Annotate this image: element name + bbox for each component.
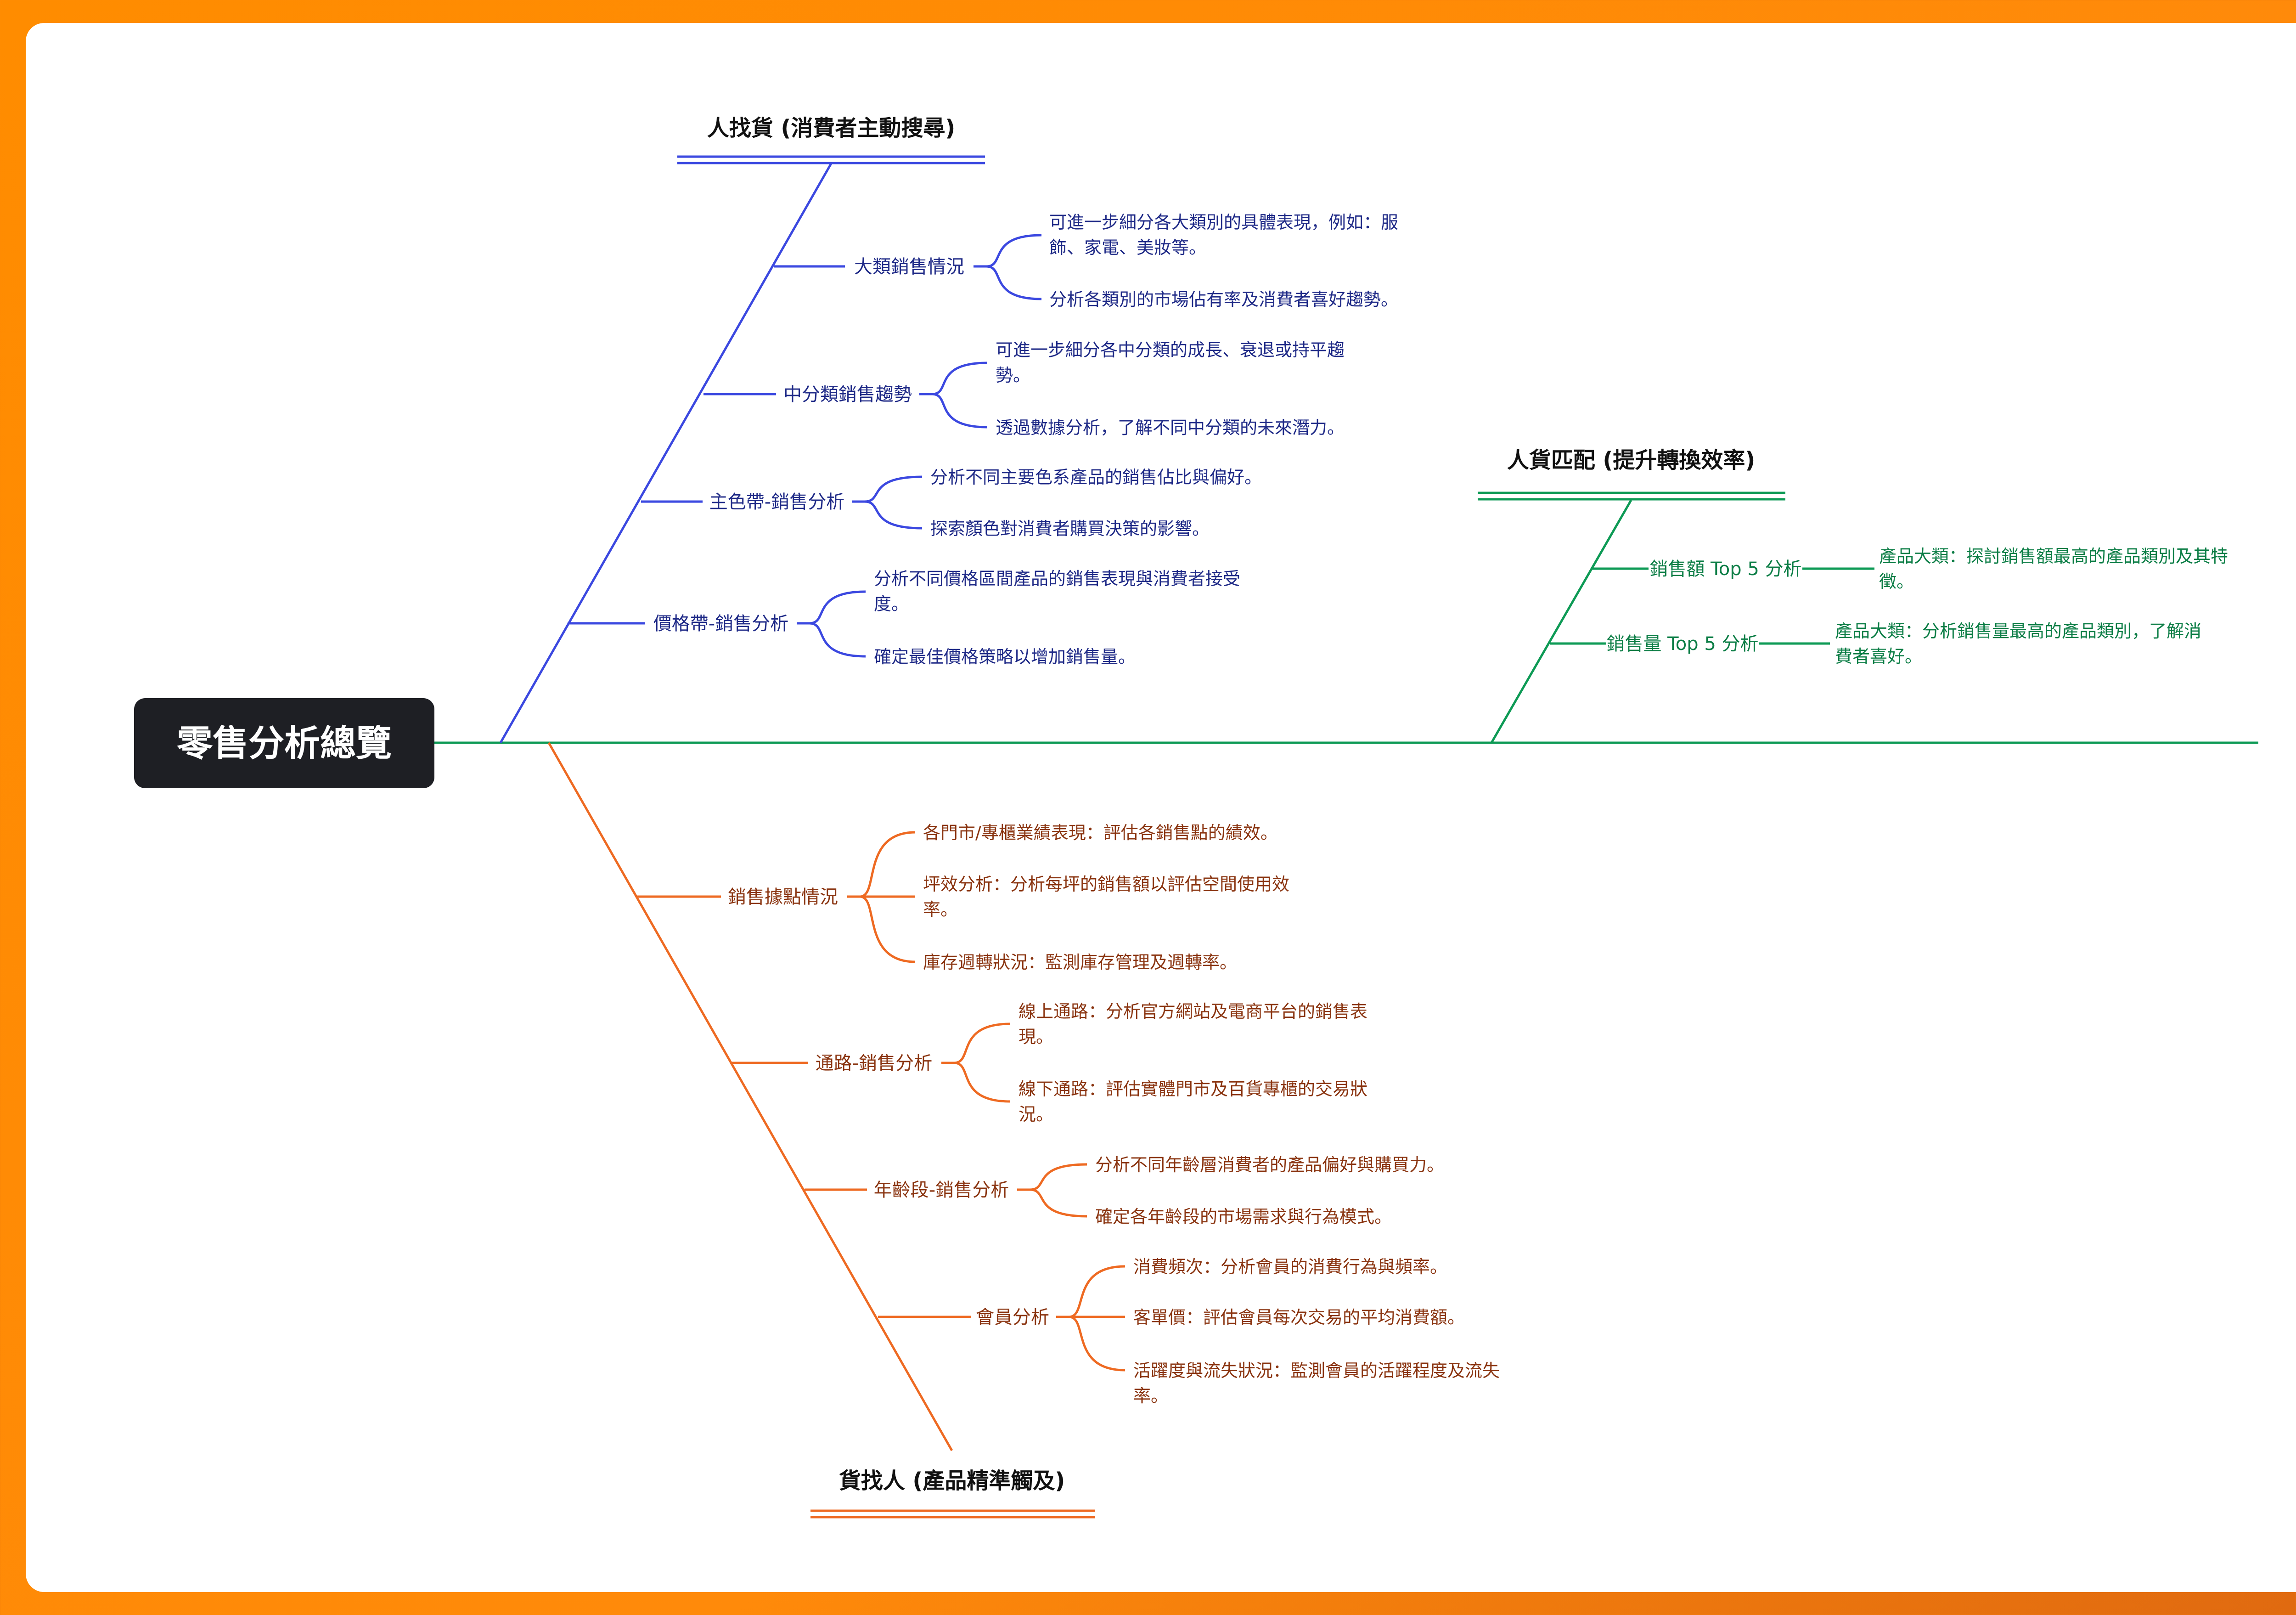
lower-branch (547, 742, 1125, 1519)
upper-branch-title[interactable]: 人找貨 (消費者主動搜尋) (707, 115, 956, 141)
upper-node-3-leaf-1-line-1: 分析不同主要色系產品的銷售佔比與偏好。 (930, 467, 1262, 487)
lower-leaf-curve-2a (941, 1022, 1011, 1064)
lower-texts: 貨找人 (產品精準觸及) 銷售據點情況 各門市/專櫃業績表現：評估各銷售點的績效… (728, 823, 1500, 1494)
upper-node-2-leaf-2-line-1: 透過數據分析，了解不同中分類的未來潛力。 (996, 418, 1345, 438)
lower-node-2-leaf-2-line-2: 況。 (1019, 1104, 1053, 1124)
right-branch-title[interactable]: 人貨匹配 (提升轉換效率) (1507, 447, 1756, 473)
lower-node-2-leaf-2-line-1: 線下通路：評估實體門市及百貨專櫃的交易狀 (1019, 1079, 1367, 1099)
upper-branch (499, 155, 1042, 744)
lower-leaf-curve-3b (1030, 1188, 1087, 1218)
lower-leaf-curve-3a (1017, 1163, 1087, 1191)
right-node-2-leaf-1-line-1: 產品大類：分析銷售量最高的產品類別，了解消 (1835, 621, 2201, 641)
lower-node-2[interactable]: 通路-銷售分析 (816, 1053, 932, 1074)
upper-node-2[interactable]: 中分類銷售趨勢 (783, 384, 912, 405)
lower-node-4-leaf-2-line-1: 客單價：評估會員每次交易的平均消費額。 (1133, 1307, 1465, 1327)
lower-leaf-curve-4a (1056, 1265, 1125, 1318)
upper-node-3[interactable]: 主色帶-銷售分析 (709, 491, 844, 513)
upper-node-4-leaf-1-line-1: 分析不同價格區間產品的銷售表現與消費者接受 (874, 569, 1240, 589)
lower-branch-title[interactable]: 貨找人 (產品精準觸及) (839, 1468, 1065, 1494)
upper-leaf-curve-3b (864, 500, 923, 530)
right-node-2-leaf-1-line-2: 費者喜好。 (1835, 646, 1922, 666)
lower-leaf-curve-1c (860, 895, 916, 963)
upper-node-2-leaf-1-line-1: 可進一步細分各中分類的成長、衰退或持平趨 (996, 340, 1345, 360)
root-label: 零售分析總覽 (177, 723, 392, 764)
lower-leaf-curve-1a (847, 831, 916, 898)
upper-spine (499, 163, 833, 744)
mindmap-canvas: 零售分析總覽 (26, 23, 2296, 1592)
lower-node-2-leaf-1-line-2: 現。 (1019, 1027, 1053, 1047)
lower-node-4-leaf-3-line-2: 率。 (1133, 1386, 1168, 1406)
lower-leaf-curve-2b (954, 1062, 1011, 1103)
lower-node-3[interactable]: 年齡段-銷售分析 (874, 1180, 1009, 1201)
lower-node-4[interactable]: 會員分析 (976, 1307, 1049, 1328)
lower-node-3-leaf-1-line-1: 分析不同年齡層消費者的產品偏好與購買力。 (1095, 1155, 1444, 1175)
upper-leaf-curve-1b (986, 265, 1042, 300)
lower-spine (547, 742, 953, 1451)
upper-node-1-leaf-2-line-1: 分析各類別的市場佔有率及消費者喜好趨勢。 (1049, 289, 1398, 310)
lower-node-4-leaf-3-line-1: 活躍度與流失狀況：監測會員的活躍程度及流失 (1133, 1361, 1500, 1381)
lower-node-2-leaf-1-line-1: 線上通路：分析官方網站及電商平台的銷售表 (1019, 1001, 1367, 1022)
lower-node-1-leaf-3-line-1: 庫存週轉狀況：監測庫存管理及週轉率。 (923, 952, 1237, 972)
lower-node-3-leaf-2-line-1: 確定各年齡段的市場需求與行為模式。 (1095, 1207, 1392, 1227)
right-branch (1478, 491, 1874, 744)
upper-node-4[interactable]: 價格帶-銷售分析 (653, 613, 788, 634)
upper-leaf-curve-1a (974, 234, 1042, 268)
upper-node-1-leaf-1-line-2: 飾、家電、美妝等。 (1049, 237, 1206, 258)
lower-node-4-leaf-1-line-1: 消費頻次：分析會員的消費行為與頻率。 (1133, 1257, 1447, 1277)
upper-leaf-curve-4a (797, 590, 866, 625)
right-spine (1490, 499, 1632, 744)
lower-leaf-curve-4c (1069, 1316, 1125, 1372)
upper-node-1-leaf-1-line-1: 可進一步細分各大類別的具體表現，例如：服 (1049, 212, 1398, 232)
upper-node-4-leaf-2-line-1: 確定最佳價格策略以增加銷售量。 (874, 647, 1136, 667)
upper-node-1[interactable]: 大類銷售情況 (854, 256, 964, 277)
root-node[interactable]: 零售分析總覽 (134, 698, 434, 788)
lower-node-1-leaf-2-line-2: 率。 (923, 899, 958, 920)
upper-node-4-leaf-1-line-2: 度。 (874, 594, 909, 614)
upper-texts: 人找貨 (消費者主動搜尋) 大類銷售情況 可進一步細分各大類別的具體表現，例如：… (653, 115, 1398, 667)
lower-node-1-leaf-2-line-1: 坪效分析：分析每坪的銷售額以評估空間使用效 (923, 874, 1289, 894)
upper-leaf-curve-2b (932, 393, 988, 429)
upper-node-3-leaf-2-line-1: 探索顏色對消費者購買決策的影響。 (930, 519, 1210, 539)
mindmap-diagram: 零售分析總覽 (134, 115, 2258, 1519)
upper-leaf-curve-2a (919, 361, 988, 395)
upper-leaf-curve-4b (809, 622, 866, 658)
right-node-1-leaf-1-line-2: 徵。 (1879, 571, 1914, 592)
right-texts: 人貨匹配 (提升轉換效率) 銷售額 Top 5 分析 產品大類：探討銷售額最高的… (1507, 447, 2228, 666)
right-node-2[interactable]: 銷售量 Top 5 分析 (1606, 633, 1758, 655)
lower-node-1[interactable]: 銷售據點情況 (728, 887, 838, 908)
right-node-1-leaf-1-line-1: 產品大類：探討銷售額最高的產品類別及其特 (1879, 546, 2228, 566)
upper-node-2-leaf-1-line-2: 勢。 (996, 365, 1030, 385)
upper-leaf-curve-3a (852, 475, 923, 503)
right-node-1[interactable]: 銷售額 Top 5 分析 (1649, 559, 1801, 580)
lower-node-1-leaf-1-line-1: 各門市/專櫃業績表現：評估各銷售點的績效。 (923, 823, 1278, 843)
